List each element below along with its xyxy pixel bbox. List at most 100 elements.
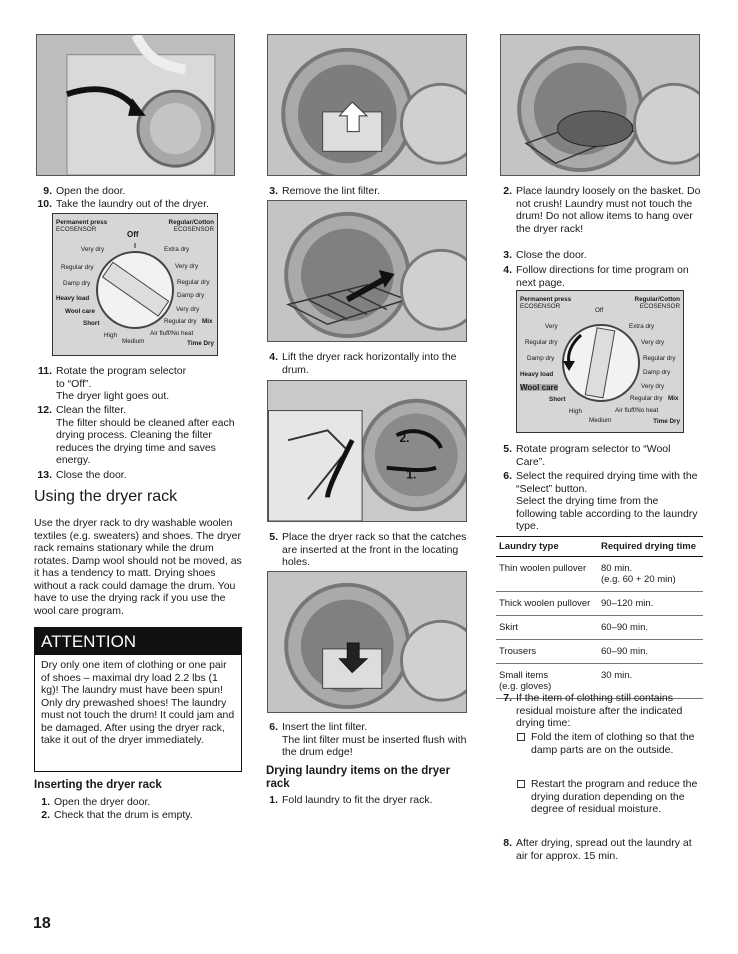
step-number: 1. <box>41 796 50 808</box>
illustration-laundry-on-rack <box>500 34 700 176</box>
dial-label: Very dry <box>81 246 105 253</box>
step-line: Insert the lint filter. <box>282 721 368 733</box>
step-number: 2. <box>503 185 512 197</box>
illustration-place-rack: 2. 1. <box>267 380 467 522</box>
table-cell: Thick woolen pullover <box>496 591 598 616</box>
table-row: Small items (e.g. gloves) 30 min. <box>496 663 703 699</box>
step-close-door: 13. Close the door. <box>36 469 236 482</box>
illustration-insert-filter <box>267 571 467 713</box>
dial-label: Air fluff/No heat <box>150 330 194 337</box>
cell-line: Small items <box>499 670 549 681</box>
table-row: Thin woolen pullover 80 min. (e.g. 60 + … <box>496 556 703 592</box>
step-text: Place the dryer rack so that the catches… <box>282 531 467 568</box>
step-insert-filter: 6. Insert the lint filter. The lint filt… <box>262 721 472 759</box>
dial-label: Regular dry <box>643 355 676 362</box>
step-line: to “Off”. <box>56 377 92 390</box>
step-clean-filter: 12. Clean the filter. The filter should … <box>36 404 241 467</box>
dial-label: High <box>104 332 117 339</box>
step-line: The lint filter must be inserted flush w… <box>282 733 467 759</box>
cell-line: (e.g. 60 + 20 min) <box>601 574 676 585</box>
dial-label: Regular dry <box>525 339 558 346</box>
step-text: Select the required drying time with the… <box>516 470 702 533</box>
step-number: 10. <box>37 198 52 210</box>
dial-label: Very dry <box>176 306 200 313</box>
option-fold-item: Fold the item of clothing so that the da… <box>517 731 705 756</box>
table-cell: 30 min. <box>598 663 703 699</box>
dial-label: Regular dry <box>630 395 663 402</box>
cell-line: 80 min. <box>601 563 633 574</box>
dial-label: Extra dry <box>629 323 655 330</box>
step-text: After drying, spread out the laundry at … <box>516 837 692 862</box>
step-number: 6. <box>269 721 278 733</box>
dial-label: Medium <box>589 417 612 424</box>
subheading-drying-on-rack: Drying laundry items on the dryer rack <box>266 765 451 790</box>
dial-label: Extra dry <box>164 246 190 253</box>
step-residual-moisture: 7. If the item of clothing still contain… <box>496 692 702 730</box>
table-cell: 90–120 min. <box>598 591 703 616</box>
step-text: Close the door. <box>56 469 127 481</box>
step-text: Insert the lint filter. The lint filter … <box>282 721 472 759</box>
step-text: Check that the drum is empty. <box>54 809 193 821</box>
dial-label: Very dry <box>641 383 665 390</box>
dial-label: Short <box>83 320 100 327</box>
dial-off-label: Off <box>595 307 604 314</box>
step-check-drum: 2. Check that the drum is empty. <box>34 809 234 822</box>
marker-two: 2. <box>400 431 410 445</box>
attention-box: ATTENTION Dry only one item of clothing … <box>34 627 242 772</box>
step-line: The dryer light goes out. <box>56 390 170 402</box>
dial-label: ECOSENSOR <box>639 303 680 310</box>
dial-label: Damp dry <box>527 355 555 362</box>
table-cell: Skirt <box>496 615 598 640</box>
step-remove-filter: 3. Remove the lint filter. <box>262 185 467 198</box>
section-heading: Using the dryer rack <box>34 488 178 505</box>
option-text: Fold the item of clothing so that the da… <box>531 731 695 756</box>
column-header: Required drying time <box>598 536 703 557</box>
dial-label: Mix <box>668 395 679 402</box>
illustration-open-door <box>36 34 235 176</box>
step-number: 13. <box>37 469 52 481</box>
step-open-door: 9. Open the door. <box>36 185 236 198</box>
dial-label: Time Dry <box>653 418 680 425</box>
step-text: Open the dryer door. <box>54 796 151 808</box>
step-line: The filter should be cleaned after each … <box>56 416 235 467</box>
table-cell: 80 min. (e.g. 60 + 20 min) <box>598 556 703 592</box>
illustration-lift-rack <box>267 200 467 342</box>
option-restart-program: Restart the program and reduce the dryin… <box>517 778 705 816</box>
dial-label: Very dry <box>175 263 199 270</box>
checkbox-icon <box>517 780 525 788</box>
dial-label: Air fluff/No heat <box>615 407 659 414</box>
table-cell: Small items (e.g. gloves) <box>496 663 598 699</box>
dial-label: Medium <box>122 338 145 345</box>
step-text: Open the door. <box>56 185 126 197</box>
dial-label: Regular dry <box>61 264 94 271</box>
dial-label: Damp dry <box>63 280 91 287</box>
dial-label: Short <box>549 396 566 403</box>
dial-label: ECOSENSOR <box>56 226 97 233</box>
step-line: Select the drying time from the followin… <box>516 495 698 532</box>
option-text: Restart the program and reduce the dryin… <box>531 778 698 815</box>
dial-label: Regular/Cotton <box>634 296 680 303</box>
step-text: Close the door. <box>516 249 587 261</box>
attention-title: ATTENTION <box>35 628 241 655</box>
step-number: 4. <box>269 351 278 363</box>
page-number: 18 <box>33 915 51 932</box>
step-close-door-right: 3. Close the door. <box>496 249 702 262</box>
marker-one: 1. <box>406 468 416 482</box>
dial-label: Mix <box>202 318 213 325</box>
step-number: 3. <box>503 249 512 261</box>
step-number: 8. <box>503 837 512 849</box>
step-number: 3. <box>269 185 278 197</box>
step-rotate-selector: 11. Rotate the program selector to “Off”… <box>36 365 241 403</box>
dial-label: Heavy load <box>520 371 554 378</box>
step-number: 9. <box>43 185 52 197</box>
step-text: Rotate the program selector to “Off”. Th… <box>56 365 241 403</box>
step-take-laundry: 10. Take the laundry out of the dryer. <box>36 198 241 211</box>
cell-line: (e.g. gloves) <box>499 681 552 692</box>
step-text: Remove the lint filter. <box>282 185 381 197</box>
step-after-drying: 8. After drying, spread out the laundry … <box>496 837 702 862</box>
dial-label: ECOSENSOR <box>520 303 561 310</box>
table-cell: Thin woolen pullover <box>496 556 598 592</box>
dial-label-selected: Wool care <box>520 383 559 392</box>
dial-label: Regular dry <box>164 318 197 325</box>
step-open-dryer-door: 1. Open the dryer door. <box>34 796 234 809</box>
